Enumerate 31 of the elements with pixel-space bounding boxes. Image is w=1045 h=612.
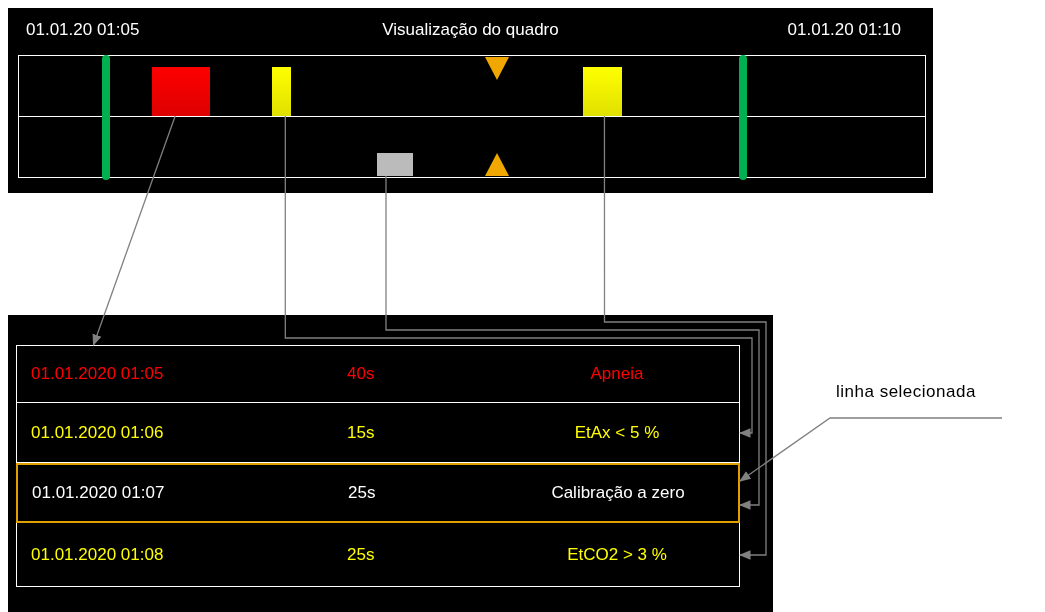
date-time: 01.01.2020 01:08 xyxy=(31,544,164,565)
arrow xyxy=(603,115,767,560)
duration: 15s xyxy=(347,422,375,443)
event-name: EtAx < 5 % xyxy=(574,422,660,443)
timestamp: 01.01.20 01:10 xyxy=(787,20,901,40)
duration: 40s xyxy=(347,364,375,384)
table-row xyxy=(16,345,740,403)
arrow xyxy=(284,115,753,438)
event-block xyxy=(583,67,622,116)
event-block xyxy=(377,153,413,176)
table-row xyxy=(16,523,740,587)
panel-title: Visualização do quadro xyxy=(382,20,559,40)
arrow xyxy=(92,115,176,347)
date-time: 01.01.2020 01:07 xyxy=(32,483,165,503)
arrow xyxy=(385,175,760,510)
duration: 25s xyxy=(348,483,376,503)
event-block xyxy=(152,67,210,116)
table-row xyxy=(16,403,740,463)
event-name: Calibração a zero xyxy=(551,483,685,503)
event-name: Apneia xyxy=(590,364,644,384)
event-block xyxy=(272,67,291,116)
timeline-panel xyxy=(8,8,933,193)
leader-line xyxy=(739,417,1003,482)
duration: 25s xyxy=(347,544,375,565)
date-time: 01.01.2020 01:06 xyxy=(31,422,164,443)
timestamp: 01.01.20 01:05 xyxy=(26,20,140,40)
callout-text: linha selecionada xyxy=(836,382,976,402)
date-time: 01.01.2020 01:05 xyxy=(31,364,164,384)
selected-table-row xyxy=(16,463,740,523)
event-name: EtCO2 > 3 % xyxy=(567,544,667,565)
table-panel xyxy=(8,315,773,612)
